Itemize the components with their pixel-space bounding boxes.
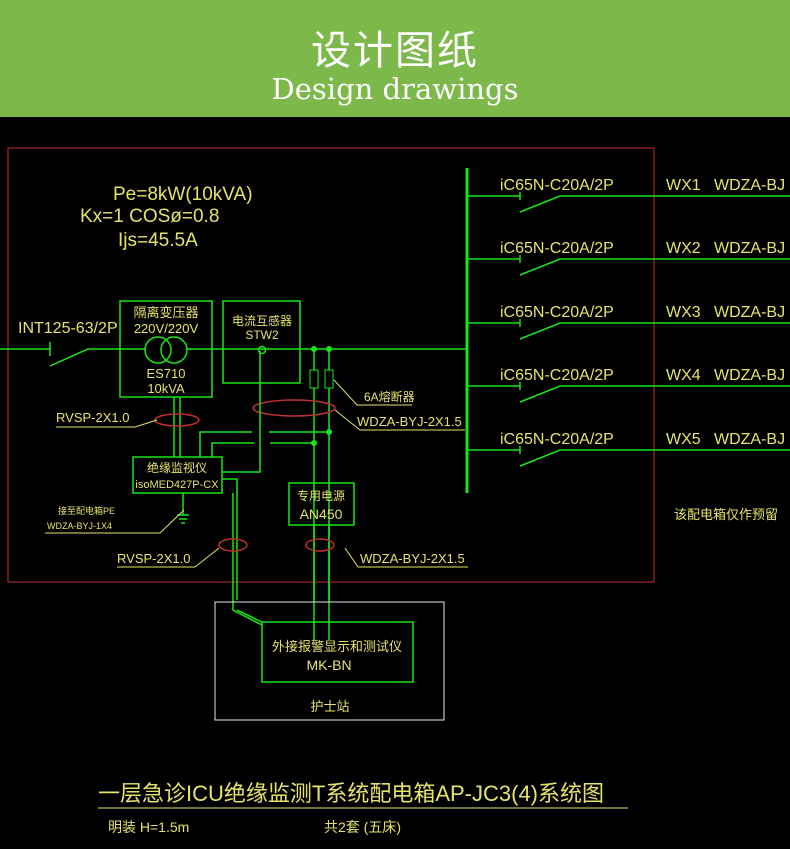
ct-model: STW2 <box>245 328 279 342</box>
svg-text:WX3: WX3 <box>666 304 701 321</box>
alarm-display-box <box>261 621 414 683</box>
incoming-breaker-symbol <box>0 342 146 367</box>
drawing-title: 一层急诊ICU绝缘监测T系统配电箱AP-JC3(4)系统图 <box>98 781 604 806</box>
circuit-wx5: iC65N-C20A/2P WX5 WDZA-BJ <box>467 431 790 467</box>
circuit-wx3: iC65N-C20A/2P WX3 WDZA-BJ <box>467 304 790 340</box>
fuse-icon <box>324 369 334 389</box>
transformer-coil-icon <box>144 336 172 364</box>
ct-box <box>222 300 301 384</box>
cable-marker <box>218 538 248 552</box>
load-kx: Kx=1 COSø=0.8 <box>80 206 219 227</box>
svg-text:iC65N-C20A/2P: iC65N-C20A/2P <box>500 367 614 384</box>
cable-label-psu: WDZA-BYJ-2X1.5 <box>360 551 465 566</box>
incoming-breaker-label: INT125-63/2P <box>18 320 118 337</box>
cable-marker <box>305 538 335 552</box>
insulation-monitor-box <box>132 456 223 494</box>
svg-text:WDZA-BJ: WDZA-BJ <box>714 431 785 448</box>
ct-name: 电流互感器 <box>232 313 292 328</box>
reserve-note: 该配电箱仅作预留 <box>674 507 778 522</box>
cable-label-rvsp-1: RVSP-2X1.0 <box>56 410 129 425</box>
ct-sensor-icon <box>257 345 267 355</box>
circuit-wx1: iC65N-C20A/2P WX1 WDZA-BJ <box>467 177 790 213</box>
distribution-box-outline <box>7 147 655 583</box>
transformer-coil-icon <box>160 336 188 364</box>
alarm-model: MK-BN <box>306 657 351 673</box>
svg-text:WX1: WX1 <box>666 177 701 194</box>
load-ijs: Ijs=45.5A <box>118 230 198 251</box>
cable-marker <box>154 413 200 427</box>
svg-text:iC65N-C20A/2P: iC65N-C20A/2P <box>500 177 614 194</box>
circuit-wx2: iC65N-C20A/2P WX2 WDZA-BJ <box>467 240 790 276</box>
station-label: 护士站 <box>310 699 349 714</box>
header-title-cn: 设计图纸 <box>311 28 479 74</box>
pe-cable-label: WDZA-BYJ-1X4 <box>47 521 112 531</box>
pe-note: 接至配电箱PE <box>58 505 115 516</box>
cable-label-rvsp-2: RVSP-2X1.0 <box>117 551 190 566</box>
alarm-name: 外接报警显示和测试仪 <box>272 639 402 654</box>
transformer-model: ES710 <box>146 366 185 381</box>
header-title-en: Design drawings <box>271 72 519 106</box>
page-header: 设计图纸 Design drawings <box>0 0 790 117</box>
power-supply-box <box>288 482 355 526</box>
cable-marker <box>252 399 336 417</box>
transformer-name: 隔离变压器 <box>133 305 198 320</box>
svg-text:WX4: WX4 <box>666 367 701 384</box>
svg-text:WX5: WX5 <box>666 431 701 448</box>
fuse-icon <box>309 369 319 389</box>
nurse-station-box <box>214 601 445 721</box>
cable-label-fuse: WDZA-BYJ-2X1.5 <box>357 414 462 429</box>
circuit-wx4: iC65N-C20A/2P WX4 WDZA-BJ <box>467 367 790 403</box>
transformer-rating: 10kVA <box>147 381 185 396</box>
svg-text:WDZA-BJ: WDZA-BJ <box>714 304 785 321</box>
svg-text:WDZA-BJ: WDZA-BJ <box>714 240 785 257</box>
load-pe: Pe=8kW(10kVA) <box>113 184 253 205</box>
svg-text:iC65N-C20A/2P: iC65N-C20A/2P <box>500 240 614 257</box>
psu-model: AN450 <box>300 506 343 522</box>
transformer-ratio: 220V/220V <box>134 321 199 336</box>
svg-text:WDZA-BJ: WDZA-BJ <box>714 177 785 194</box>
fuse-label: 6A熔断器 <box>364 389 415 404</box>
monitor-name: 绝缘监视仪 <box>147 460 207 475</box>
wiring-diagram: Pe=8kW(10kVA) Kx=1 COSø=0.8 Ijs=45.5A IN… <box>0 147 790 835</box>
psu-name: 专用电源 <box>297 488 345 503</box>
svg-text:iC65N-C20A/2P: iC65N-C20A/2P <box>500 431 614 448</box>
ground-icon <box>177 493 189 524</box>
svg-text:WDZA-BJ: WDZA-BJ <box>714 367 785 384</box>
svg-text:WX2: WX2 <box>666 240 701 257</box>
monitor-model: isoMED427P-CX <box>135 479 219 491</box>
svg-text:iC65N-C20A/2P: iC65N-C20A/2P <box>500 304 614 321</box>
mount-note: 明装 H=1.5m <box>108 819 189 835</box>
sets-note: 共2套 (五床) <box>324 819 401 835</box>
